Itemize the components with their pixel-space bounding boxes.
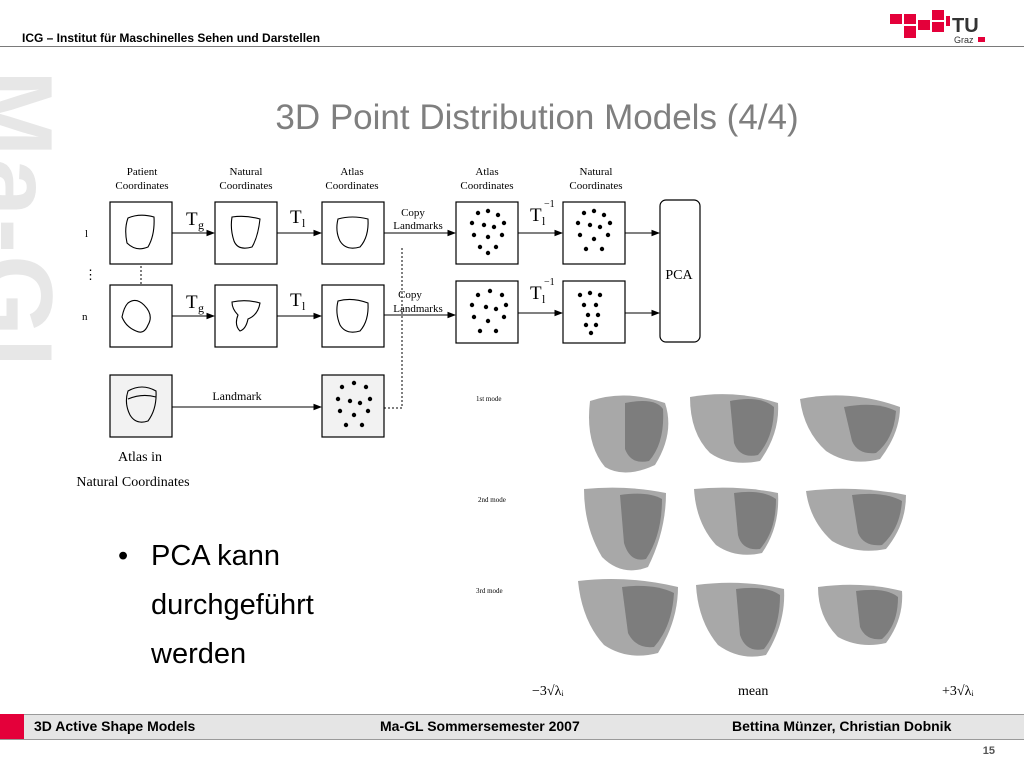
tl-label-1: T <box>290 207 302 228</box>
svg-text:Graz: Graz <box>954 35 974 45</box>
tg-label-1: T <box>186 209 198 230</box>
tl-inverse-label-1: T <box>530 205 542 226</box>
col-header-1: Patient <box>127 166 158 178</box>
axis-label-mean: mean <box>738 684 768 699</box>
svg-text:Landmarks: Landmarks <box>393 303 442 315</box>
svg-text:Coordinates: Coordinates <box>219 180 272 192</box>
svg-text:g: g <box>198 301 204 315</box>
page-number: 15 <box>982 745 995 757</box>
landmark-label: Landmark <box>212 389 261 403</box>
col-header-2: Natural <box>230 166 263 178</box>
col-header-5: Natural <box>580 166 613 178</box>
footer-semester: Ma-GL Sommersemester 2007 <box>380 718 580 734</box>
row-label-n: n <box>82 311 88 323</box>
tl-label-2: T <box>290 290 302 311</box>
tl-inverse-label-2: T <box>530 283 542 304</box>
atlas-label-2: Natural Coordinates <box>76 475 189 490</box>
bullet-line-1: PCA kann <box>151 540 280 572</box>
pca-box-label: PCA <box>665 268 693 283</box>
col-header-4: Atlas <box>475 166 498 178</box>
svg-text:l: l <box>302 216 306 230</box>
atlas-label-1: Atlas in <box>118 450 162 465</box>
copy-landmarks-1: Copy <box>401 207 425 219</box>
col-header-3: Atlas <box>340 166 363 178</box>
svg-text:−1: −1 <box>544 199 555 210</box>
copy-landmarks-2: Copy <box>398 289 422 301</box>
bullet-dot: • <box>118 540 129 572</box>
institute-header: ICG – Institut für Maschinelles Sehen un… <box>22 31 321 45</box>
svg-text:Landmarks: Landmarks <box>393 220 442 232</box>
tg-label-2: T <box>186 292 198 313</box>
slide-title: 3D Point Distribution Models (4/4) <box>275 98 799 137</box>
header-divider <box>0 46 1024 47</box>
svg-text:−1: −1 <box>544 277 555 288</box>
svg-text:TU: TU <box>952 15 979 37</box>
heart-shape-grid <box>578 394 906 657</box>
axis-label-plus: +3√λᵢ <box>942 684 974 699</box>
svg-text:l: l <box>542 292 546 306</box>
footer-bar <box>0 714 1024 740</box>
svg-text:Coordinates: Coordinates <box>460 180 513 192</box>
svg-text:Coordinates: Coordinates <box>325 180 378 192</box>
bullet-line-3: werden <box>151 638 247 670</box>
svg-text:g: g <box>198 218 204 232</box>
tu-graz-logo: TU Graz <box>890 10 985 45</box>
row-label-l: l <box>85 228 88 240</box>
mode-label-1: 1st mode <box>476 395 501 403</box>
mode-label-2: 2nd mode <box>478 496 506 504</box>
footer-authors: Bettina Münzer, Christian Dobnik <box>732 718 952 734</box>
shape-modes-figure: 1st mode 2nd mode 3rd mode −3√λᵢ mean +3… <box>476 394 974 699</box>
axis-label-minus: −3√λᵢ <box>532 684 564 699</box>
footer-accent <box>0 714 24 739</box>
svg-text:Coordinates: Coordinates <box>115 180 168 192</box>
row-dots: ⋮ <box>84 267 97 282</box>
svg-text:Coordinates: Coordinates <box>569 180 622 192</box>
mode-label-3: 3rd mode <box>476 587 503 595</box>
svg-text:l: l <box>542 214 546 228</box>
pdm-pipeline-diagram: Patient Coordinates Natural Coordinates … <box>76 166 701 490</box>
footer-course: 3D Active Shape Models <box>34 718 196 734</box>
bullet-line-2: durchgeführt <box>151 589 314 621</box>
svg-text:l: l <box>302 299 306 313</box>
